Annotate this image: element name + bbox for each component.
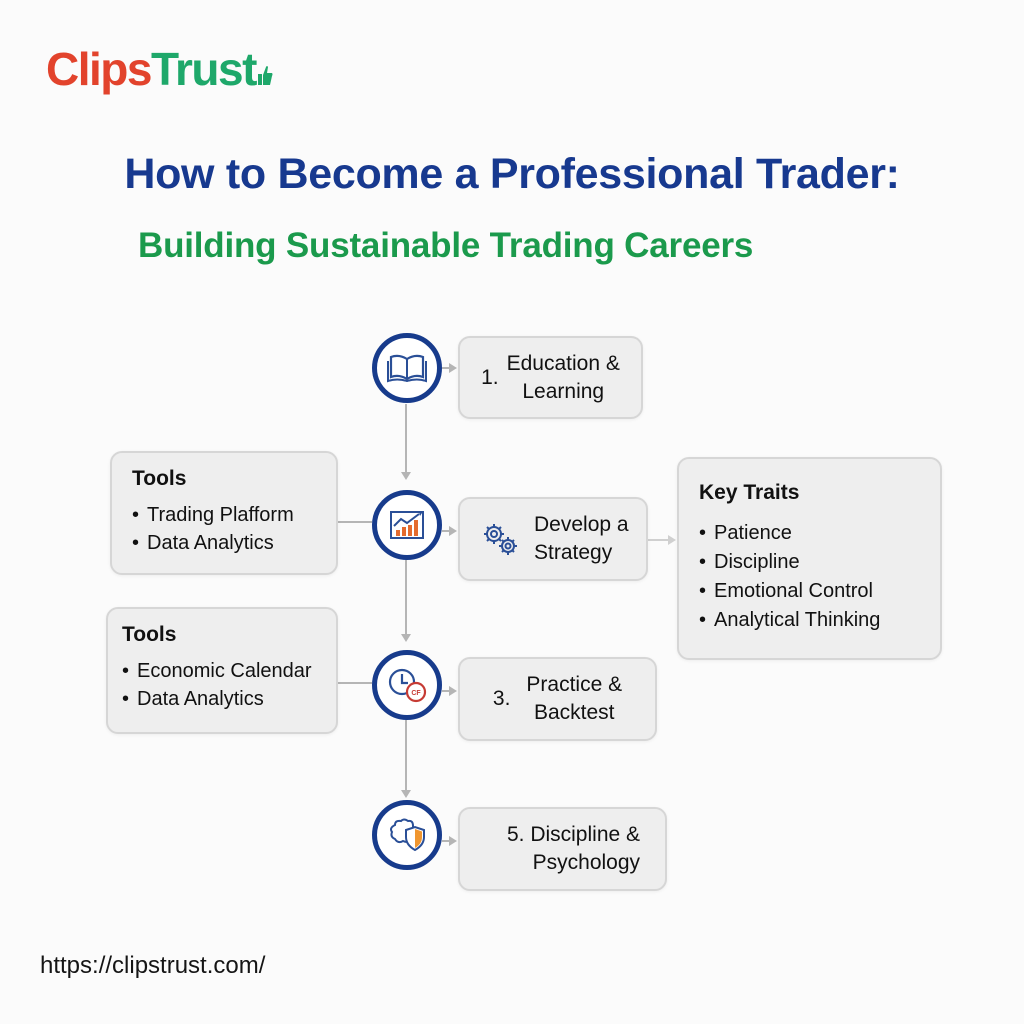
arrow-right: [449, 836, 457, 846]
step-label: Develop a Strategy: [534, 511, 629, 567]
key-trait-item: Analytical Thinking: [699, 606, 920, 635]
footer-url[interactable]: https://clipstrust.com/: [40, 952, 266, 979]
tools-list: Economic Calendar Data Analytics: [122, 657, 316, 713]
logo-text-clips: Clips: [46, 43, 152, 95]
step-label-line2: Learning: [522, 379, 605, 403]
step-box-practice[interactable]: 3. Practice & Backtest: [458, 657, 657, 741]
key-trait-item: Patience: [699, 519, 920, 548]
step-label-line1: Discipline &: [530, 823, 641, 846]
step-label: Education & Learning: [507, 350, 620, 406]
connector-line: [442, 367, 450, 369]
connector-line: [442, 690, 450, 692]
step-node-education: [372, 333, 442, 403]
tools-item: Data Analytics: [122, 685, 316, 713]
step-label-line1: Education &: [506, 351, 620, 375]
connector-line: [648, 539, 670, 541]
book-icon: [387, 354, 427, 383]
connector-line: [405, 404, 407, 476]
tools-list: Trading Plafform Data Analytics: [132, 501, 316, 557]
connector-line: [405, 558, 407, 636]
step-label-line2: Backtest: [533, 701, 615, 724]
key-traits-list: Patience Discipline Emotional Control An…: [699, 519, 920, 635]
arrow-down: [401, 634, 411, 642]
tools-box-2: Tools Economic Calendar Data Analytics: [106, 607, 338, 734]
logo-text-trust: Trust: [150, 43, 257, 95]
thumbs-up-icon: [257, 66, 273, 85]
step-box-strategy[interactable]: Develop a Strategy: [458, 497, 648, 581]
arrow-right: [449, 363, 457, 373]
step-label: 5. Discipline & Psychology: [507, 821, 640, 877]
gears-icon: [484, 524, 517, 555]
step-label-line2: Strategy: [534, 541, 613, 564]
tools-heading: Tools: [132, 467, 187, 490]
key-trait-item: Emotional Control: [699, 577, 920, 606]
step-label-line1: Develop a: [534, 513, 629, 536]
arrow-right: [668, 535, 676, 545]
step-number: 5.: [506, 823, 525, 846]
step-box-discipline[interactable]: 5. Discipline & Psychology: [458, 807, 667, 891]
arrow-down: [401, 790, 411, 798]
svg-text:CF: CF: [411, 690, 421, 697]
page-title: How to Become a Professional Trader:: [124, 150, 900, 198]
connector-line: [442, 530, 450, 532]
key-traits-box: Key Traits Patience Discipline Emotional…: [677, 457, 942, 660]
step-label-line2: Psychology: [532, 851, 641, 874]
step-node-practice: CF: [372, 650, 442, 720]
arrow-right: [449, 686, 457, 696]
step-node-strategy: [372, 490, 442, 560]
connector-line: [338, 682, 372, 684]
page-subtitle: Building Sustainable Trading Careers: [138, 226, 754, 265]
tools-heading: Tools: [122, 623, 177, 646]
clock-icon: CF: [388, 668, 427, 703]
brain-shield-icon: [390, 818, 425, 852]
connector-line: [338, 521, 372, 523]
tools-item: Economic Calendar: [122, 657, 316, 685]
tools-item: Trading Plafform: [132, 501, 316, 529]
step-label: Practice & Backtest: [526, 671, 622, 727]
step-node-discipline: [372, 800, 442, 870]
connector-line: [442, 840, 450, 842]
key-trait-item: Discipline: [699, 548, 920, 577]
arrow-right: [449, 526, 457, 536]
chart-icon: [390, 511, 424, 539]
step-label-line1: Practice &: [526, 673, 623, 696]
step-number: 1.: [481, 365, 499, 389]
arrow-down: [401, 472, 411, 480]
tools-box-1: Tools Trading Plafform Data Analytics: [110, 451, 338, 575]
step-box-education[interactable]: 1. Education & Learning: [458, 336, 643, 419]
key-traits-heading: Key Traits: [699, 481, 800, 504]
tools-item: Data Analytics: [132, 529, 316, 557]
connector-line: [405, 718, 407, 792]
step-number: 3.: [492, 687, 511, 710]
